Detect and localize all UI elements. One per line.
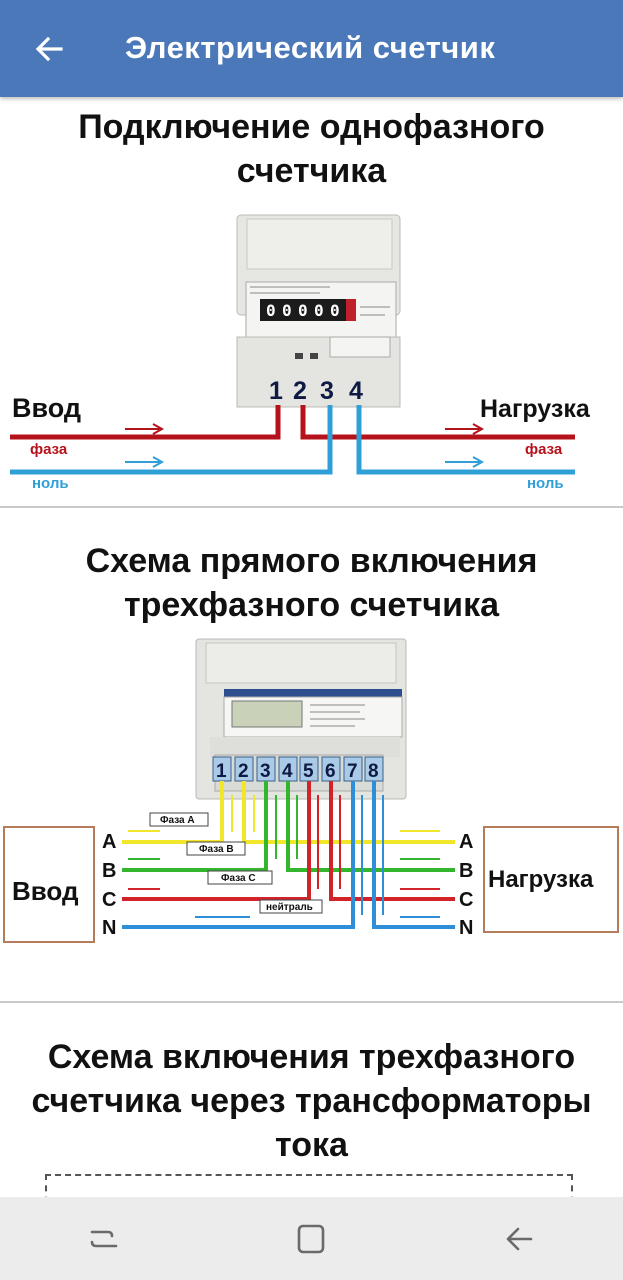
terminal-label: 3 <box>320 377 334 405</box>
terminal: 2 <box>234 756 254 782</box>
svg-text:0: 0 <box>282 301 292 320</box>
terminal-label: 2 <box>238 761 249 782</box>
arrow-left-icon <box>35 36 63 62</box>
ct-diagram-frame <box>45 1174 573 1197</box>
line-tag: Фаза С <box>221 873 256 884</box>
input-box <box>3 826 95 943</box>
terminal-label: 4 <box>282 761 293 782</box>
app-title: Электрический счетчик <box>125 30 496 65</box>
svg-text:0: 0 <box>266 301 276 320</box>
divider <box>0 506 623 508</box>
section-three-phase-direct: Схема прямого включения трехфазного счет… <box>0 539 623 627</box>
terminal: 7 <box>343 756 363 782</box>
system-back-button[interactable] <box>489 1209 549 1269</box>
line-letter: B <box>459 860 473 882</box>
section-three-phase-ct: Схема включения трехфазного счетчика чер… <box>0 1035 623 1167</box>
svg-text:0: 0 <box>298 301 308 320</box>
section-single-phase: Подключение однофазного счетчика <box>0 105 623 193</box>
svg-text:0: 0 <box>330 301 340 320</box>
terminal-label: 3 <box>260 761 271 782</box>
section-title: Подключение однофазного счетчика <box>78 108 545 190</box>
line-letter: N <box>102 917 116 939</box>
load-label: Нагрузка <box>480 395 591 423</box>
line-letter: N <box>459 917 473 939</box>
system-nav-bar <box>0 1197 623 1280</box>
recent-apps-icon <box>90 1230 118 1247</box>
back-button[interactable] <box>30 30 68 68</box>
terminal-label: 5 <box>303 761 314 782</box>
line-letter: A <box>459 831 473 853</box>
home-icon <box>298 1224 325 1253</box>
input-label: Ввод <box>12 393 81 423</box>
divider <box>0 1001 623 1003</box>
section-title: Схема прямого включения трехфазного счет… <box>85 542 538 624</box>
line-letter: C <box>102 889 116 911</box>
terminal: 1 <box>212 756 232 782</box>
line-letter: C <box>459 889 473 911</box>
terminal-label: 1 <box>216 761 227 782</box>
home-button[interactable] <box>281 1209 341 1269</box>
neutral-label-right: ноль <box>527 475 564 492</box>
line-letter: A <box>102 831 116 853</box>
terminal: 5 <box>299 756 319 782</box>
app-bar: Электрический счетчик <box>0 0 623 97</box>
load-box <box>483 826 619 933</box>
terminal: 4 <box>278 756 298 782</box>
terminal-label: 6 <box>325 761 336 782</box>
terminal-label: 8 <box>368 761 379 782</box>
terminal: 6 <box>321 756 341 782</box>
section-title: Схема включения трехфазного счетчика чер… <box>31 1038 592 1164</box>
input-box-label: Ввод <box>12 876 79 906</box>
terminal-label: 2 <box>293 377 307 405</box>
load-box-label: Нагрузка <box>488 866 594 893</box>
phase-label-right: фаза <box>525 441 563 458</box>
three-phase-direct-diagram: 1 2 3 4 5 <box>0 637 623 957</box>
terminal: 8 <box>364 756 384 782</box>
line-tag: Фаза В <box>199 844 234 855</box>
svg-text:0: 0 <box>314 301 324 320</box>
terminal: 3 <box>256 756 276 782</box>
phase-label-left: фаза <box>30 441 68 458</box>
neutral-label-left: ноль <box>32 475 69 492</box>
terminal-label: 1 <box>269 377 283 405</box>
line-letter: B <box>102 860 116 882</box>
terminal-label: 4 <box>349 377 363 405</box>
back-icon <box>506 1227 533 1250</box>
line-tag: нейтраль <box>266 902 313 913</box>
recent-apps-button[interactable] <box>74 1209 134 1269</box>
terminal-label: 7 <box>347 761 358 782</box>
line-tag: Фаза А <box>160 815 195 826</box>
